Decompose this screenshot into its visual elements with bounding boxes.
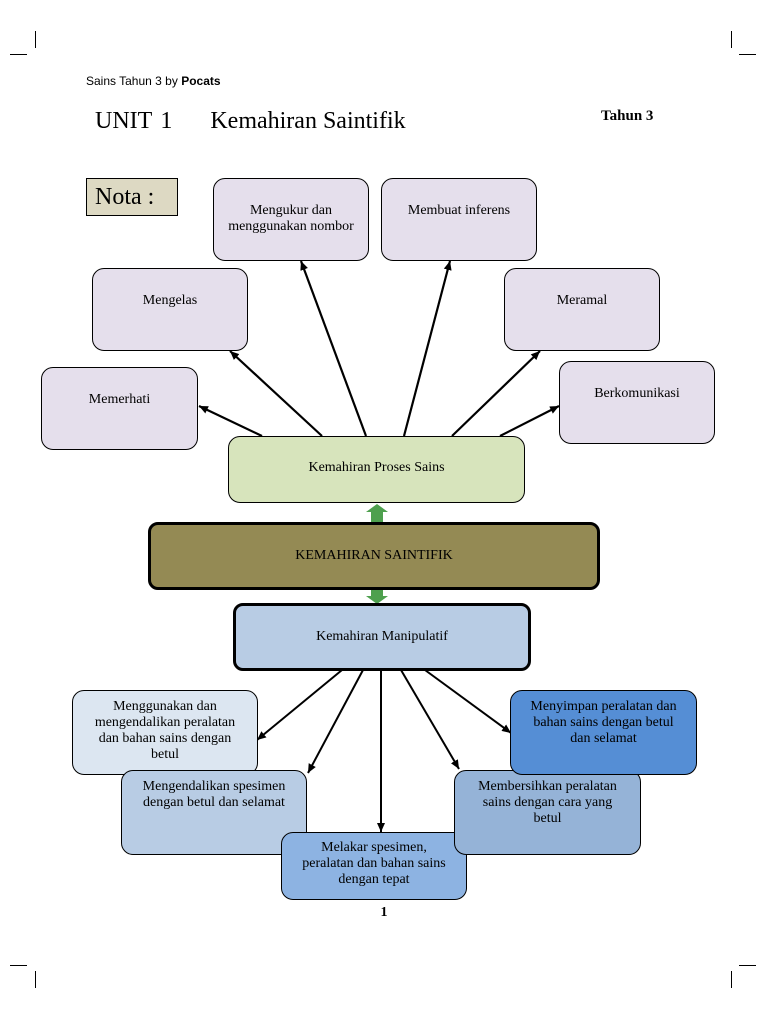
unit-word: UNIT (95, 108, 153, 134)
skill-box-mengelas: Mengelas (92, 268, 248, 351)
skill-box-membersihkan: Membersihkan peralatan sains dengan cara… (454, 770, 641, 855)
unit-number: 1 (160, 108, 173, 134)
header-prefix: Sains Tahun 3 by (86, 74, 178, 88)
arrow-to-memerhati (198, 405, 263, 437)
skill-box-menyimpan: Menyimpan peralatan dan bahan sains deng… (510, 690, 697, 775)
arrow-to-meramal (451, 350, 541, 437)
arrow-to-mengelas (229, 350, 323, 437)
skill-box-menggunakan: Menggunakan dan mengendalikan peralatan … (72, 690, 258, 775)
crop-mark-top-right-h (739, 54, 756, 55)
nota-label: Nota : (86, 178, 178, 216)
skill-box-memerhati: Memerhati (41, 367, 198, 450)
crop-mark-bottom-right-h (739, 965, 756, 966)
green-arrow-upper (366, 504, 388, 522)
skill-box-membuat-inferens: Membuat inferens (381, 178, 537, 261)
unit-subject: Kemahiran Saintifik (210, 108, 406, 134)
skill-box-melakar: Melakar spesimen, peralatan dan bahan sa… (281, 832, 467, 900)
arrow-to-menggunakan (256, 669, 343, 741)
crop-mark-top-left-h (10, 54, 27, 55)
year-label: Tahun 3 (601, 108, 654, 124)
page-number: 1 (380, 905, 388, 920)
crop-mark-top-right-v (731, 31, 732, 48)
skill-box-mengukur: Mengukur dan menggunakan nombor (213, 178, 369, 261)
running-header: Sains Tahun 3 by Pocats (86, 74, 221, 88)
crop-mark-bottom-right-v (731, 971, 732, 988)
manipulative-skill-box: Kemahiran Manipulatif (233, 603, 531, 671)
crop-mark-bottom-left-v (35, 971, 36, 988)
arrow-to-mengendalikan (307, 669, 364, 774)
skill-box-mengendalikan: Mengendalikan spesimen dengan betul dan … (121, 770, 307, 855)
arrow-to-menyimpan (424, 669, 512, 734)
skill-box-berkomunikasi: Berkomunikasi (559, 361, 715, 444)
center-box: KEMAHIRAN SAINTIFIK (148, 522, 600, 590)
skill-box-meramal: Meramal (504, 268, 660, 351)
arrow-to-berkomunikasi (499, 405, 560, 437)
arrow-to-membuat-inferens (402, 260, 452, 437)
crop-mark-top-left-v (35, 31, 36, 48)
unit-title: UNIT 1 Kemahiran Saintifik (95, 108, 406, 135)
crop-mark-bottom-left-h (10, 965, 27, 966)
process-skill-box: Kemahiran Proses Sains (228, 436, 525, 503)
arrow-to-mengukur (299, 260, 368, 437)
arrow-to-membersihkan (400, 669, 460, 770)
header-brand: Pocats (181, 74, 221, 88)
green-arrow-lower (366, 590, 388, 604)
